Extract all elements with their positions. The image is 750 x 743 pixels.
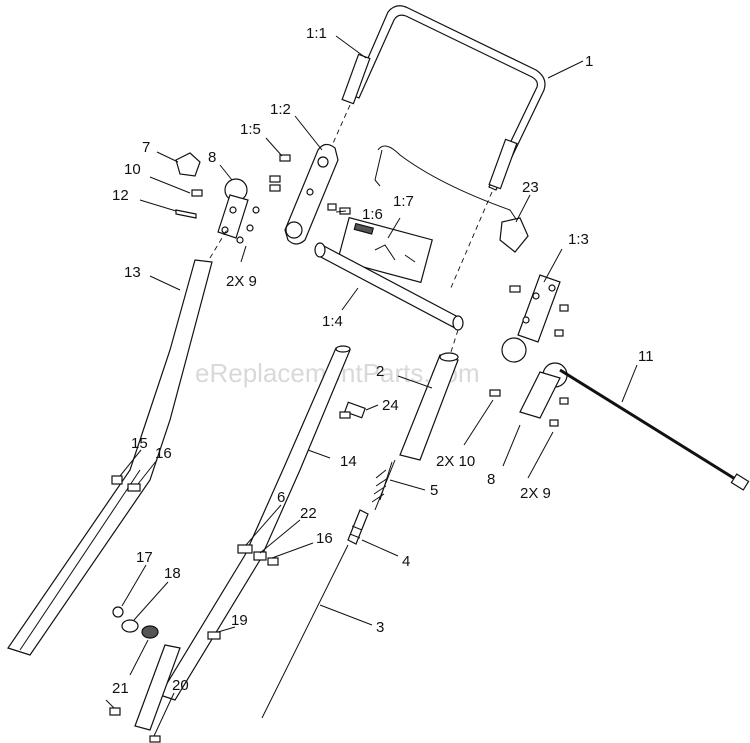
callout-11: 11 [638,348,654,365]
upper-handle [329,5,546,291]
callout-15: 15 [131,435,148,452]
callout-3: 3 [376,619,384,636]
callout-2x9-right: 2X 9 [520,485,551,502]
control-cable-2 [374,149,383,187]
control-cable [377,145,521,226]
center-lower-tube [159,345,351,701]
callout-12: 12 [112,187,129,204]
callout-2x9-left: 2X 9 [226,273,257,290]
callout-1-3: 1:3 [568,231,589,248]
left-clamp [217,194,260,244]
stud [339,401,366,419]
callout-18: 18 [164,565,181,582]
left-lower-tube [7,227,229,656]
callout-6: 6 [277,489,285,506]
callout-19: 19 [231,612,248,629]
cable-rod [261,544,349,719]
callout-5: 5 [430,482,438,499]
spring [371,459,396,511]
callout-8-right: 8 [487,471,495,488]
callout-14: 14 [340,453,357,470]
callout-1-4: 1:4 [322,313,343,330]
left-hardware [111,475,141,492]
center-hardware [237,544,279,566]
handle-rod [559,368,750,491]
callout-10-top: 10 [124,161,141,178]
right-lower-bracket [489,371,569,427]
left-handle-bracket [284,143,339,245]
bolt-19 [207,631,221,640]
knob [175,152,201,177]
callout-20: 20 [172,677,189,694]
leader-lines [105,35,638,737]
callout-2x10: 2X 10 [436,453,475,470]
callout-22: 22 [300,505,317,522]
callout-7: 7 [142,139,150,156]
callout-21: 21 [112,680,129,697]
callout-8-top: 8 [208,149,216,166]
callout-1-2: 1:2 [270,101,291,118]
callout-17: 17 [136,549,153,566]
callout-16-left: 16 [155,445,172,462]
cable-clip [499,217,529,253]
washers [112,606,159,639]
right-bushing-upper [501,337,527,363]
callout-labels: 1:1 1 1:2 1:5 7 8 10 12 1:6 1:7 23 2X 9 … [112,25,654,697]
callout-1-1: 1:1 [306,25,327,42]
right-clamp [509,274,569,343]
callout-13: 13 [124,264,141,281]
callout-1-6: 1:6 [362,206,383,223]
callout-2: 2 [376,363,384,380]
right-lower-tube [399,329,459,461]
cross-tube [314,242,464,331]
callout-4: 4 [402,553,410,570]
callout-1: 1 [585,53,593,70]
callout-23: 23 [522,179,539,196]
left-bolts [175,189,203,219]
callout-24: 24 [382,397,399,414]
callout-1-7: 1:7 [393,193,414,210]
bracket-bolts [269,154,351,215]
callout-1-5: 1:5 [240,121,261,138]
adjuster [347,509,369,545]
lower-tube-end [109,644,181,743]
callout-16-mid: 16 [316,530,333,547]
